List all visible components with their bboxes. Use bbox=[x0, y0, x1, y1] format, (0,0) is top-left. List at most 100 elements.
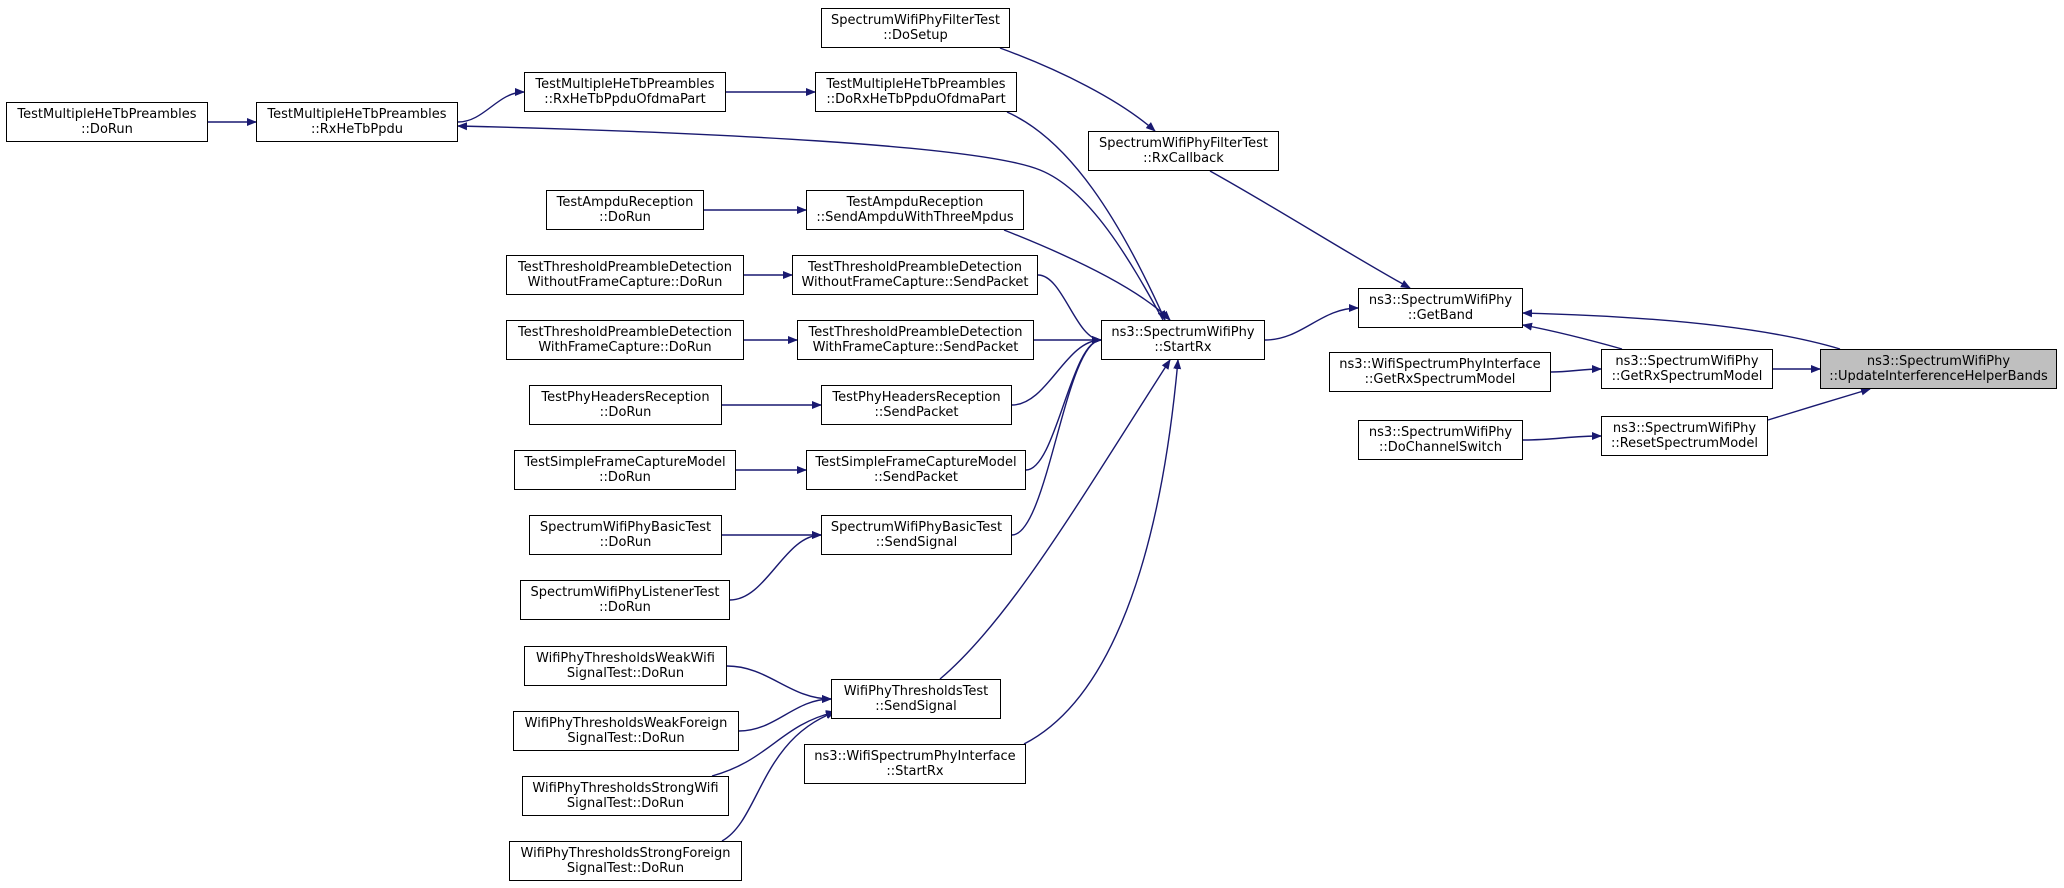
node-mhe-dorxofdma[interactable]: TestMultipleHeTbPreambles::DoRxHeTbPpduO… bbox=[815, 72, 1017, 112]
node-ampdu-dorun[interactable]: TestAmpduReception::DoRun bbox=[546, 190, 704, 230]
node-hdr-send[interactable]: TestPhyHeadersReception::SendPacket bbox=[821, 385, 1012, 425]
node-label-line2: ::StartRx bbox=[1154, 340, 1212, 355]
edge-listener-dorun-to-basic-send bbox=[729, 531, 822, 601]
node-label-line2: ::DoRun bbox=[599, 405, 652, 420]
node-label-line1: ns3::SpectrumWifiPhy bbox=[1111, 325, 1255, 340]
node-label-line2: ::SendAmpduWithThreeMpdus bbox=[816, 210, 1014, 225]
node-label-line1: TestMultipleHeTbPreambles bbox=[535, 77, 715, 92]
edge-wthr-send-to-swp-startrx bbox=[939, 359, 1171, 680]
node-swp-dochannelswitch[interactable]: ns3::SpectrumWifiPhy::DoChannelSwitch bbox=[1358, 420, 1523, 460]
node-label-line2: WithFrameCapture::SendPacket bbox=[812, 340, 1019, 355]
node-label-line2: ::RxHeTbPpduOfdmaPart bbox=[544, 92, 706, 107]
edge-wthr-strongforeign-to-wthr-send bbox=[721, 711, 836, 842]
node-label-line1: TestMultipleHeTbPreambles bbox=[267, 107, 447, 122]
node-label-line1: TestThresholdPreambleDetection bbox=[518, 325, 732, 340]
node-label-line2: ::ResetSpectrumModel bbox=[1610, 436, 1759, 451]
node-label-line1: TestMultipleHeTbPreambles bbox=[17, 107, 197, 122]
node-label-line2: ::DoChannelSwitch bbox=[1378, 440, 1503, 455]
node-label-line1: WifiPhyThresholdsWeakForeign bbox=[524, 716, 728, 731]
node-label-line1: WifiPhyThresholdsStrongForeign bbox=[520, 846, 731, 861]
node-label-line1: ns3::SpectrumWifiPhy bbox=[1612, 421, 1757, 436]
node-label-line2: ::SendPacket bbox=[873, 470, 959, 485]
node-hdr-dorun[interactable]: TestPhyHeadersReception::DoRun bbox=[529, 385, 722, 425]
edge-filter-dosetup-to-filter-rxcallback bbox=[999, 47, 1156, 132]
edge-iface-getrxmodel-to-swp-getrxmodel bbox=[1550, 365, 1602, 374]
edge-filter-rxcallback-to-swp-getband bbox=[1209, 170, 1411, 289]
edge-sfc-send-to-swp-startrx bbox=[1025, 336, 1102, 471]
node-filter-rxcallback[interactable]: SpectrumWifiPhyFilterTest::RxCallback bbox=[1088, 131, 1279, 171]
node-wthr-send[interactable]: WifiPhyThresholdsTest::SendSignal bbox=[831, 679, 1001, 719]
node-label-line2: ::GetRxSpectrumModel bbox=[1611, 369, 1763, 384]
node-label-line2: SignalTest::DoRun bbox=[566, 796, 685, 811]
node-basic-dorun[interactable]: SpectrumWifiPhyBasicTest::DoRun bbox=[529, 515, 722, 555]
node-swp-update[interactable]: ns3::SpectrumWifiPhy::UpdateInterference… bbox=[1820, 349, 2057, 389]
node-label-line2: WithoutFrameCapture::SendPacket bbox=[801, 275, 1029, 290]
edge-thr-wo-send-to-swp-startrx bbox=[1037, 274, 1102, 344]
node-label-line1: WifiPhyThresholdsTest bbox=[843, 684, 989, 699]
node-label-line2: ::UpdateInterferenceHelperBands bbox=[1829, 369, 2048, 384]
edge-mhe-rxhetbppdu-to-mhe-rxofdma bbox=[457, 88, 525, 123]
node-iface-getrxmodel[interactable]: ns3::WifiSpectrumPhyInterface::GetRxSpec… bbox=[1329, 352, 1551, 392]
node-swp-getrxmodel[interactable]: ns3::SpectrumWifiPhy::GetRxSpectrumModel bbox=[1601, 349, 1773, 389]
node-iface-startrx[interactable]: ns3::WifiSpectrumPhyInterface::StartRx bbox=[804, 744, 1026, 784]
node-label-line2: ::SendPacket bbox=[874, 405, 959, 420]
node-basic-send[interactable]: SpectrumWifiPhyBasicTest::SendSignal bbox=[821, 515, 1012, 555]
node-listener-dorun[interactable]: SpectrumWifiPhyListenerTest::DoRun bbox=[520, 580, 730, 620]
node-swp-resetmodel[interactable]: ns3::SpectrumWifiPhy::ResetSpectrumModel bbox=[1601, 416, 1768, 456]
node-label-line1: ns3::WifiSpectrumPhyInterface bbox=[814, 749, 1016, 764]
node-label-line1: SpectrumWifiPhyListenerTest bbox=[530, 585, 720, 600]
edge-swp-startrx-to-mhe-rxhetbppdu bbox=[457, 122, 1164, 321]
edge-swp-getrxmodel-to-swp-getband bbox=[1522, 322, 1623, 350]
node-label-line1: TestAmpduReception bbox=[846, 195, 984, 210]
node-mhe-rxhetbppdu[interactable]: TestMultipleHeTbPreambles::RxHeTbPpdu bbox=[256, 102, 458, 142]
edge-swp-dochannelswitch-to-swp-resetmodel bbox=[1522, 432, 1602, 441]
node-label-line1: TestThresholdPreambleDetection bbox=[518, 260, 732, 275]
edge-swp-startrx-to-swp-getband bbox=[1264, 304, 1359, 341]
node-label-line1: SpectrumWifiPhyBasicTest bbox=[539, 520, 712, 535]
edge-wthr-weakforeign-to-wthr-send bbox=[738, 695, 832, 732]
node-label-line2: ::SendSignal bbox=[875, 535, 958, 550]
node-swp-startrx[interactable]: ns3::SpectrumWifiPhy::StartRx bbox=[1101, 320, 1265, 360]
node-label-line2: ::DoRun bbox=[81, 122, 133, 137]
node-label-line2: ::DoRun bbox=[599, 470, 651, 485]
node-label-line1: TestThresholdPreambleDetection bbox=[808, 325, 1023, 340]
node-swp-getband[interactable]: ns3::SpectrumWifiPhy::GetBand bbox=[1358, 288, 1523, 328]
node-label-line1: ns3::SpectrumWifiPhy bbox=[1368, 425, 1513, 440]
node-label-line2: SignalTest::DoRun bbox=[566, 666, 685, 681]
node-label-line2: ::RxHeTbPpdu bbox=[310, 122, 404, 137]
node-label-line1: TestAmpduReception bbox=[556, 195, 694, 210]
node-label-line1: TestSimpleFrameCaptureModel bbox=[524, 455, 726, 470]
node-label-line2: ::SendSignal bbox=[875, 699, 957, 714]
node-label-line2: SignalTest::DoRun bbox=[567, 731, 685, 746]
node-label-line1: TestThresholdPreambleDetection bbox=[808, 260, 1022, 275]
node-label-line2: ::DoRxHeTbPpduOfdmaPart bbox=[826, 92, 1006, 107]
node-label-line1: ns3::SpectrumWifiPhy bbox=[1615, 354, 1759, 369]
node-label-line2: ::GetBand bbox=[1407, 308, 1474, 323]
edge-wthr-weakwifi-to-wthr-send bbox=[726, 665, 832, 703]
edge-basic-send-to-swp-startrx bbox=[1011, 336, 1102, 536]
node-ampdu-send[interactable]: TestAmpduReception::SendAmpduWithThreeMp… bbox=[806, 190, 1024, 230]
node-label-line2: ::DoRun bbox=[599, 210, 651, 225]
node-sfc-send[interactable]: TestSimpleFrameCaptureModel::SendPacket bbox=[806, 450, 1026, 490]
node-label-line2: ::DoRun bbox=[599, 535, 652, 550]
node-mhe-dorun[interactable]: TestMultipleHeTbPreambles::DoRun bbox=[6, 102, 208, 142]
node-sfc-dorun[interactable]: TestSimpleFrameCaptureModel::DoRun bbox=[514, 450, 736, 490]
node-label-line2: WithFrameCapture::DoRun bbox=[538, 340, 712, 355]
edge-wthr-strongwifi-to-wthr-send bbox=[711, 710, 836, 777]
node-label-line2: WithoutFrameCapture::DoRun bbox=[527, 275, 723, 290]
node-label-line1: TestPhyHeadersReception bbox=[541, 390, 710, 405]
node-label-line2: ::RxCallback bbox=[1143, 151, 1224, 166]
node-filter-dosetup[interactable]: SpectrumWifiPhyFilterTest::DoSetup bbox=[821, 8, 1010, 48]
edge-iface-startrx-to-swp-startrx bbox=[1023, 359, 1182, 745]
node-mhe-rxofdma[interactable]: TestMultipleHeTbPreambles::RxHeTbPpduOfd… bbox=[524, 72, 726, 112]
node-label-line2: ::DoSetup bbox=[883, 28, 948, 43]
